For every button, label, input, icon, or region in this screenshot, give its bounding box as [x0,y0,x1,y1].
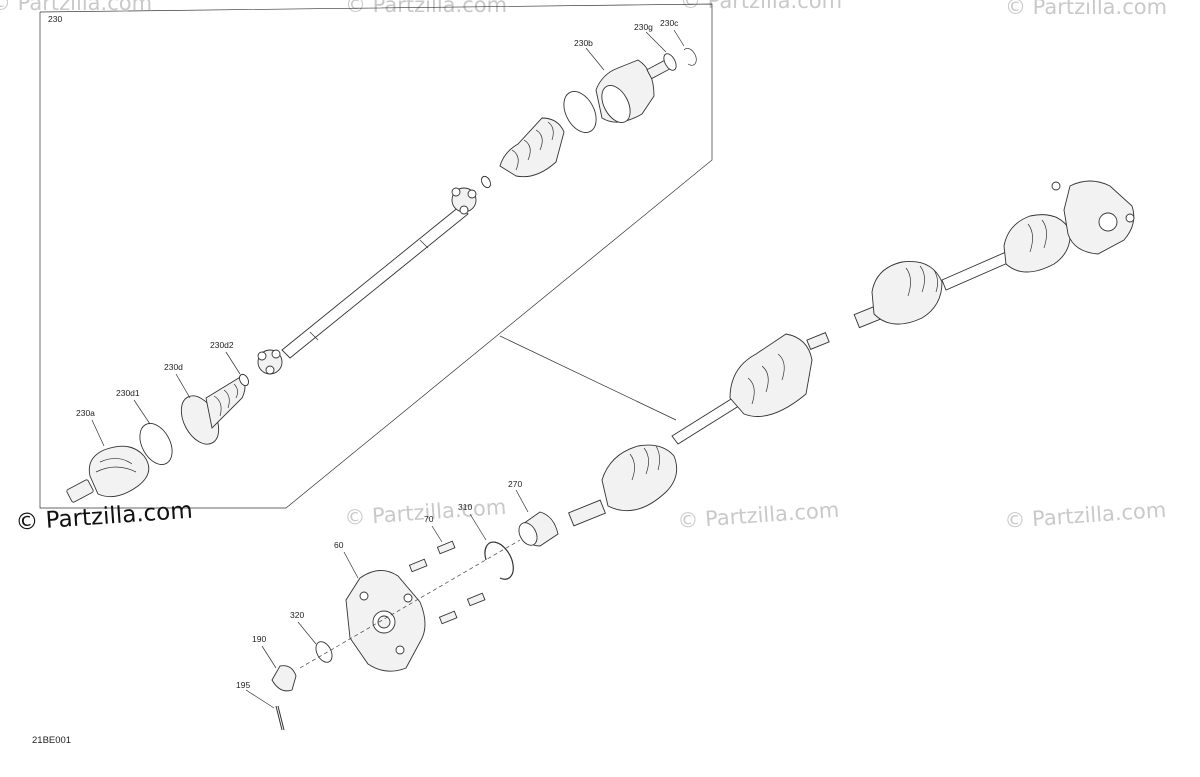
watermark-top-center: © Partzilla.com [345,0,507,17]
castle-nut-190 [271,665,297,692]
watermark-top-right: © Partzilla.com [680,0,842,13]
assembly-230-boundary [39,3,713,509]
callout-310: 310 [458,502,472,512]
callout-195: 195 [236,680,250,690]
cv-housing-230b [595,58,672,123]
callout-leaders-upper [91,29,685,447]
callout-leaders-lower [245,489,529,709]
callout-230c: 230c [660,18,679,28]
circlip-230d2 [239,373,249,387]
circlip-310 [484,541,514,580]
tripod-joint-right [451,187,477,215]
callout-labels: 230 230a 230d1 230d 230d2 230b 230g 230c… [48,14,679,690]
assembled-drive-shaft-right [853,180,1135,329]
cv-joint-outer-230a [66,445,150,503]
watermark-top-left: © Partzilla.com [0,0,152,15]
callout-230b: 230b [574,38,593,48]
watermark-top-far-right: © Partzilla.com [1005,0,1167,19]
circlip-inner [481,175,491,189]
watermark-mid-center: © Partzilla.com [677,498,840,533]
tripod-joint-left [257,349,283,375]
drive-shaft-230 [281,205,469,359]
circlip-230c [683,48,697,66]
bearing-270 [518,511,559,547]
callout-270: 270 [508,479,522,489]
watermark-primary: © Partzilla.com [15,498,194,536]
callout-230d2: 230d2 [210,340,234,350]
watermark-mid-right: © Partzilla.com [1004,498,1167,533]
callout-190: 190 [252,634,266,644]
wheel-studs-70 [408,540,486,625]
callout-230d1: 230d1 [116,388,140,398]
watermark-mid-left: © Partzilla.com [344,495,507,530]
callout-230a: 230a [76,408,95,418]
boot-inner [499,117,565,178]
assembly-axis [299,539,521,669]
washer-320 [315,641,333,663]
leader-assembly-230 [499,335,677,421]
drawing-code: 21BE001 [32,735,71,746]
ring-230g [663,53,677,71]
clamp-inner [563,91,597,133]
callout-60: 60 [334,540,344,550]
wheel-hub-60 [345,570,426,672]
clamp-230d1 [139,423,173,465]
callout-230: 230 [48,14,62,24]
callout-230g: 230g [634,22,653,32]
callout-230d: 230d [164,362,183,372]
boot-230d [180,375,246,445]
callout-70: 70 [424,514,434,524]
assembled-drive-shaft [568,332,830,527]
cotter-pin-195 [275,705,285,731]
callout-320: 320 [290,610,304,620]
